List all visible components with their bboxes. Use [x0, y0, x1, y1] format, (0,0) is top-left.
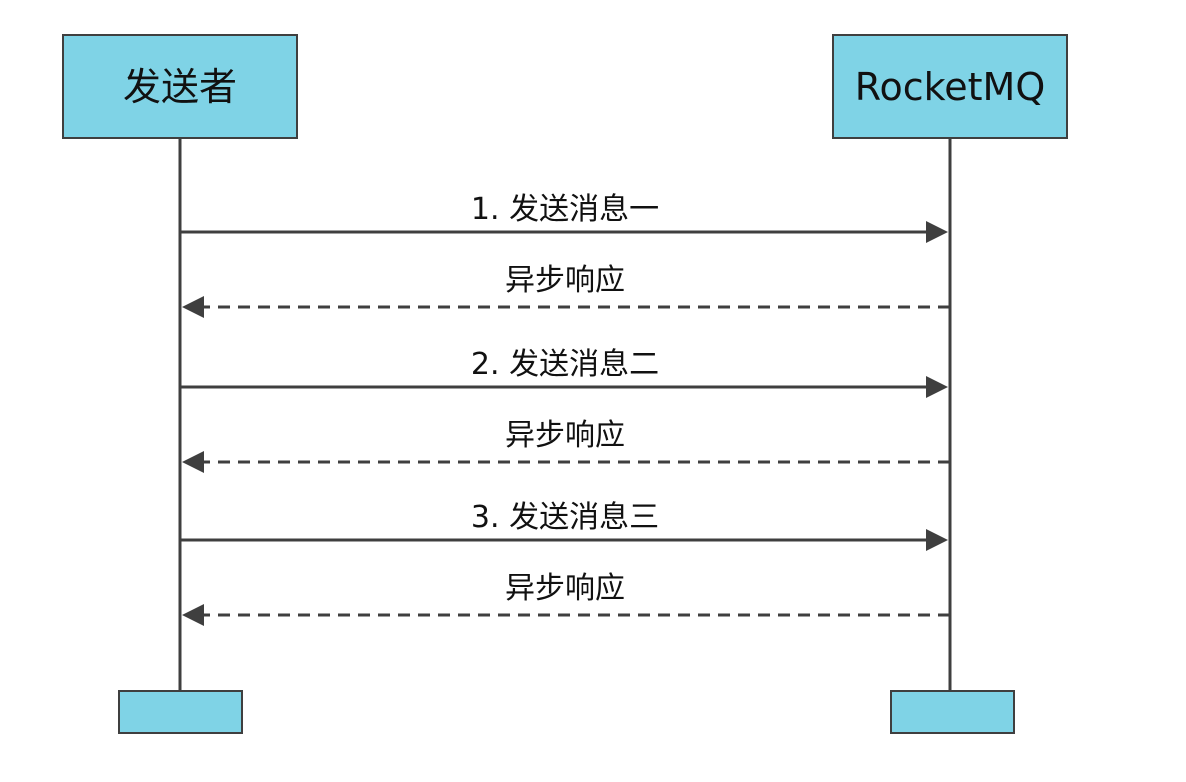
participant-rocketmq-footer	[890, 690, 1015, 734]
message-1: 1. 发送消息一	[180, 192, 948, 243]
participant-rocketmq-box	[832, 34, 1068, 139]
message-2: 2. 发送消息二	[180, 347, 948, 398]
message-2-arrowhead	[926, 376, 948, 398]
participant-sender-footer	[118, 690, 243, 734]
response-2: 异步响应	[182, 418, 950, 473]
participant-rocketmq-label: RocketMQ	[855, 65, 1045, 109]
response-2-label: 异步响应	[505, 418, 625, 453]
message-1-arrowhead	[926, 221, 948, 243]
response-1: 异步响应	[182, 263, 950, 318]
message-3-label: 3. 发送消息三	[471, 500, 659, 535]
participant-sender-label: 发送者	[123, 65, 237, 109]
participant-rocketmq: RocketMQ	[832, 34, 1068, 139]
message-3-arrowhead	[926, 529, 948, 551]
response-2-arrowhead	[182, 451, 204, 473]
response-1-label: 异步响应	[505, 263, 625, 298]
message-2-label: 2. 发送消息二	[471, 347, 659, 382]
response-1-arrowhead	[182, 296, 204, 318]
response-3: 异步响应	[182, 571, 950, 626]
message-1-label: 1. 发送消息一	[471, 192, 659, 227]
response-3-label: 异步响应	[505, 571, 625, 606]
message-3: 3. 发送消息三	[180, 500, 948, 551]
response-3-arrowhead	[182, 604, 204, 626]
participant-sender-box	[62, 34, 298, 139]
participant-sender: 发送者	[62, 34, 298, 139]
